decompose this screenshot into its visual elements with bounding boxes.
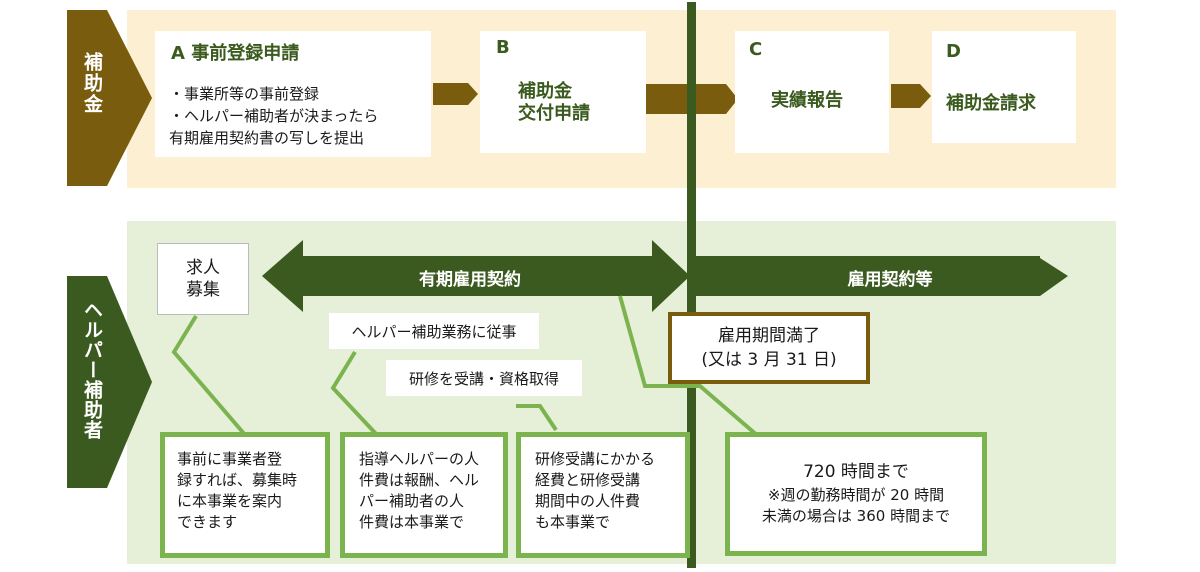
recruitment-line: 募集 [186, 280, 220, 300]
arrow-a-to-b [433, 83, 478, 105]
note-line: 720 時間まで [803, 461, 909, 482]
note-line: 研修受講にかかる [535, 450, 656, 468]
step-b-box: B 補助金 交付申請 [480, 31, 646, 153]
step-a-title: A 事前登録申請 [171, 39, 299, 65]
step-d-letter: D [946, 41, 961, 62]
note-line: 指導ヘルパーの人 [359, 450, 480, 468]
step-d-box: D 補助金請求 [932, 31, 1076, 143]
note-line: ※週の勤務時間が 20 時間 [767, 485, 945, 504]
note-line: 期間中の人件費 [535, 492, 641, 510]
note-line: 未満の場合は 360 時間まで [761, 506, 951, 525]
step-c-title: 実績報告 [771, 90, 843, 111]
recruitment-line: 求人 [186, 258, 220, 278]
employment-period-end-box: 雇用期間満了 (又は 3 月 31 日) [668, 312, 870, 384]
step-d-title: 補助金請求 [946, 93, 1036, 114]
note-line: できます [177, 513, 238, 531]
note-training-cost: 研修受講にかかる 経費と研修受講 期間中の人件費 も本事業で [516, 432, 690, 558]
note-recruitment: 事前に事業者登 録すれば、募集時 に本事業を案内 できます [160, 432, 330, 558]
step-a-details: ・事業所等の事前登録 ・ヘルパー補助者が決まったら 有期雇用契約書の写しを提出 [169, 83, 378, 149]
employment-contract-arrow [692, 256, 1068, 296]
helper-label-chevron [67, 276, 152, 488]
connector-recruit [171, 314, 248, 438]
task-training: 研修を受講・資格取得 [386, 360, 582, 396]
note-line: も本事業で [535, 513, 611, 531]
fixed-term-contract-arrow [262, 240, 690, 312]
step-b-letter: B [496, 37, 510, 58]
step-a-box: A 事前登録申請 ・事業所等の事前登録 ・ヘルパー補助者が決まったら 有期雇用契… [155, 31, 431, 157]
period-end-line: (又は 3 月 31 日) [701, 350, 837, 370]
step-b-title: 補助金 交付申請 [518, 81, 590, 125]
recruitment-box: 求人 募集 [157, 243, 249, 315]
connector-training [516, 404, 558, 432]
note-hour-limit: 720 時間まで ※週の勤務時間が 20 時間 未満の場合は 360 時間まで [725, 432, 987, 556]
note-line: 経費と研修受講 [535, 471, 641, 489]
note-line: 件費は報酬、ヘル [359, 471, 480, 489]
note-line: 事前に事業者登 [177, 450, 283, 468]
note-line: 録すれば、募集時 [177, 471, 298, 489]
helper-assistant-label: ヘルパー補助者 [81, 300, 103, 440]
arrow-c-to-d [891, 84, 931, 108]
timeline-divider [687, 2, 696, 568]
step-a-line: ・事業所等の事前登録 [169, 85, 320, 103]
subsidy-label: 補助金 [81, 52, 103, 115]
step-a-title-text: 事前登録申請 [191, 43, 300, 64]
subsidy-label-chevron [67, 10, 152, 186]
task-helper-work: ヘルパー補助業務に従事 [329, 313, 539, 349]
note-line: 件費は本事業で [359, 513, 465, 531]
step-a-line: ・ヘルパー補助者が決まったら [169, 107, 379, 125]
note-line: パー補助者の人 [359, 492, 465, 510]
step-a-letter: A [171, 43, 185, 64]
step-b-title-line: 交付申請 [518, 103, 590, 124]
note-line: に本事業を案内 [177, 492, 283, 510]
fixed-term-contract-label: 有期雇用契約 [419, 270, 521, 290]
connector-period-end [618, 295, 760, 438]
connector-task-helper [330, 350, 380, 438]
period-end-line: 雇用期間満了 [718, 326, 820, 346]
step-c-box: C 実績報告 [735, 31, 889, 153]
note-personnel-cost: 指導ヘルパーの人 件費は報酬、ヘル パー補助者の人 件費は本事業で [340, 432, 508, 558]
step-a-line: 有期雇用契約書の写しを提出 [169, 129, 365, 147]
employment-contract-label: 雇用契約等 [847, 270, 933, 290]
step-b-title-line: 補助金 [518, 81, 572, 102]
step-c-letter: C [749, 39, 763, 60]
